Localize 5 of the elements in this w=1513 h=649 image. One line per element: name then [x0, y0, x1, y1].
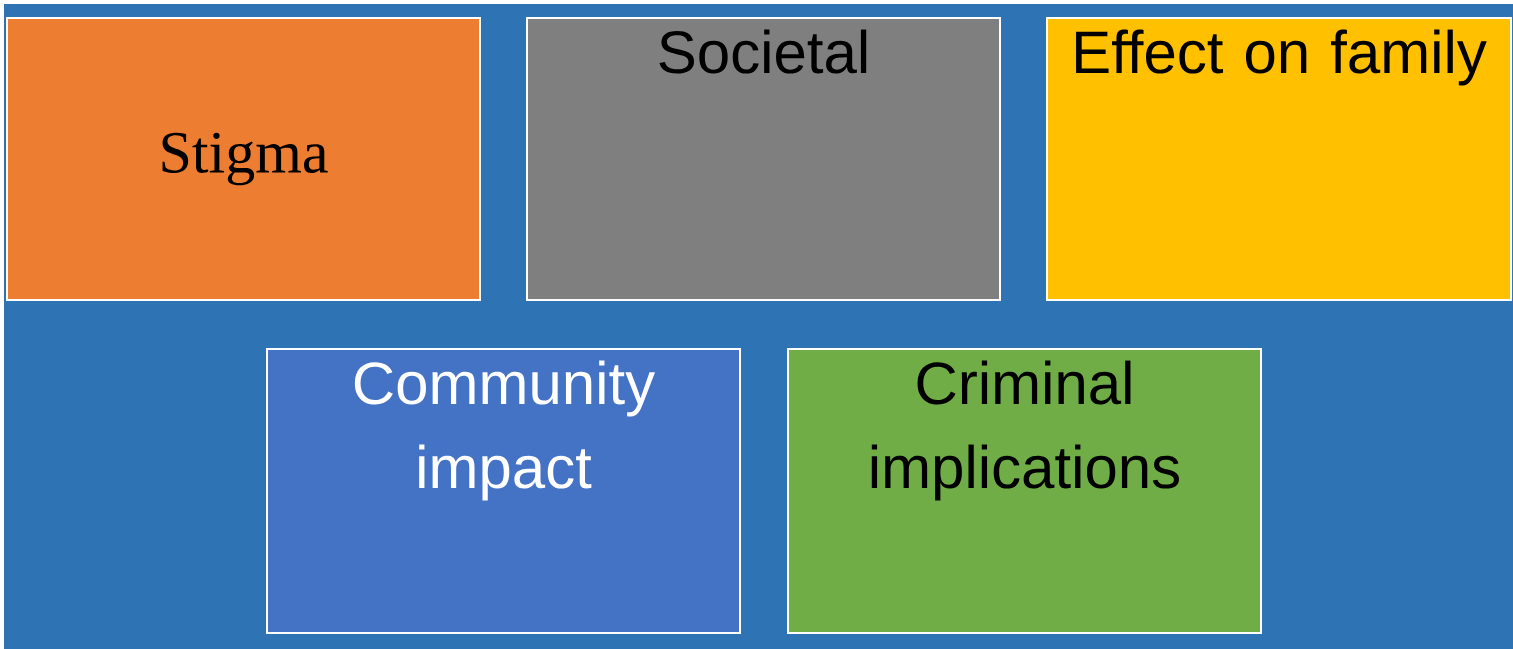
category-box: Criminal implications — [787, 348, 1262, 634]
category-box: Effect on family — [1046, 17, 1512, 301]
category-box: Societal — [526, 17, 1001, 301]
category-box: Stigma — [6, 17, 481, 301]
category-box: Community impact — [266, 348, 741, 634]
